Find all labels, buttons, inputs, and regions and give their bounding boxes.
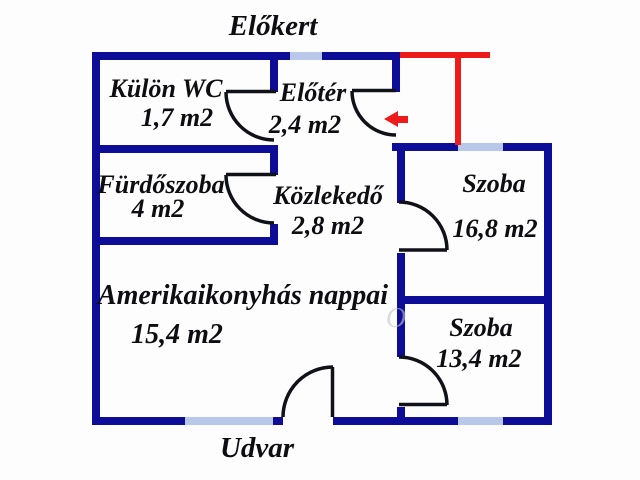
partition-wc-eloter	[270, 60, 278, 92]
room-name-eloter: Előtér	[279, 78, 347, 107]
outer-wall-right	[544, 143, 552, 425]
partition-mid-center	[397, 253, 405, 357]
entrance-path-line-horizontal	[400, 52, 490, 58]
room-area-eloter: 2,4 m2	[268, 110, 342, 139]
room-name-kulon-wc: Külön WC	[109, 74, 223, 103]
window-top	[290, 52, 322, 60]
partition-mid-upper	[397, 151, 405, 203]
wing-wall-top-a	[392, 143, 458, 151]
window-nappali	[185, 417, 273, 425]
terrace-door-arc	[281, 365, 334, 418]
watermark-glyph: O	[385, 303, 407, 334]
wall-bath-living	[92, 237, 278, 245]
room-name-nappali: Amerikaikonyhás nappai	[97, 280, 389, 311]
bath-door-arc	[224, 174, 275, 225]
outer-wall-top-right	[322, 52, 400, 60]
room-area-szoba-1: 16,8 m2	[452, 214, 538, 243]
wc-door-arc	[224, 91, 275, 142]
outer-wall-bottom-d	[503, 417, 552, 425]
outer-wall-bottom-b	[273, 417, 283, 425]
room-name-szoba-2: Szoba	[449, 313, 513, 342]
outer-wall-bottom-a	[92, 417, 185, 425]
wall-wc-bath	[92, 145, 278, 153]
entrance-door-arc	[350, 90, 397, 137]
outer-wall-bottom-c	[333, 417, 458, 425]
outer-wall-top-left	[92, 52, 290, 60]
entrance-arrow-icon	[384, 111, 408, 127]
partition-bath-upper	[270, 153, 278, 175]
room-area-furdoszoba: 4 m2	[131, 194, 185, 223]
wall-szoba-szoba	[405, 296, 544, 304]
room-name-szoba-1: Szoba	[462, 169, 526, 198]
room-area-kulon-wc: 1,7 m2	[140, 103, 214, 132]
partition-mid-stub	[397, 407, 405, 417]
front-garden-label: Előkert	[228, 10, 318, 42]
room-area-kozlekedo: 2,8 m2	[291, 211, 365, 240]
window-szoba-1	[458, 143, 503, 151]
entrance-path-line-vertical	[455, 52, 461, 145]
room-name-furdoszoba: Fürdőszoba	[97, 170, 225, 199]
wing-wall-top-b	[503, 143, 552, 151]
entrance-wall-stub	[392, 52, 400, 92]
partition-bath-lower	[270, 224, 278, 237]
window-szoba-2	[458, 417, 503, 425]
room-name-kozlekedo: Közlekedő	[273, 181, 383, 210]
room-area-nappali: 15,4 m2	[131, 319, 223, 350]
yard-label: Udvar	[219, 432, 295, 464]
szoba-1-door-arc	[398, 200, 449, 251]
room-area-szoba-2: 13,4 m2	[436, 344, 522, 373]
szoba-2-door-arc	[398, 355, 449, 406]
